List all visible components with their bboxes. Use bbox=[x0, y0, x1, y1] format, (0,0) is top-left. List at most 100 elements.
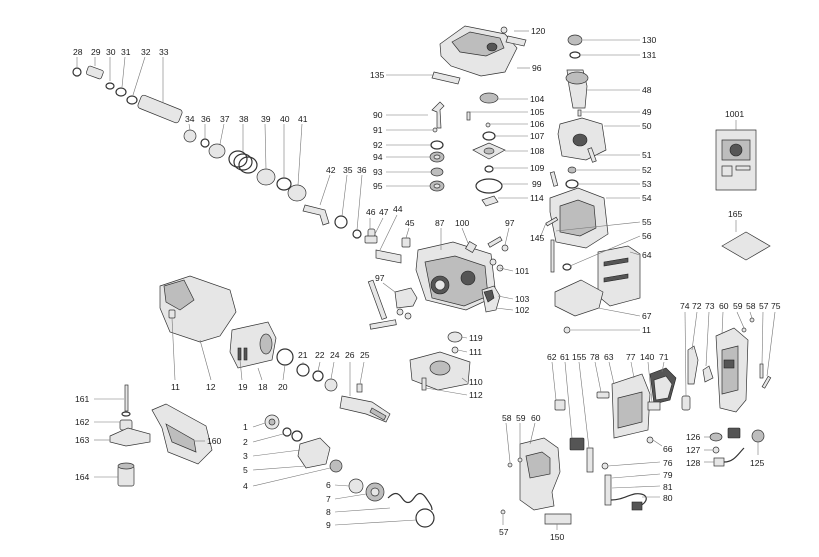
callout-1001: 1001 bbox=[725, 109, 744, 119]
callout-9: 9 bbox=[326, 520, 331, 530]
gear-housing-assembly bbox=[367, 236, 509, 391]
callout-97: 97 bbox=[505, 218, 515, 228]
callout-51: 51 bbox=[642, 150, 652, 160]
label-lines-switch bbox=[502, 361, 665, 530]
callout-36: 36 bbox=[201, 114, 211, 124]
callout-24: 24 bbox=[330, 350, 340, 360]
callout-102: 102 bbox=[515, 305, 530, 315]
callout-79: 79 bbox=[663, 470, 673, 480]
callout-5: 5 bbox=[243, 465, 248, 475]
callout-140: 140 bbox=[640, 352, 655, 362]
callout-1: 1 bbox=[243, 422, 248, 432]
callout-76: 76 bbox=[663, 458, 673, 468]
callout-39: 39 bbox=[261, 114, 271, 124]
callout-109: 109 bbox=[530, 163, 545, 173]
callout-128: 128 bbox=[686, 458, 701, 468]
callout-11b: 11 bbox=[171, 382, 180, 392]
callout-104: 104 bbox=[530, 94, 545, 104]
callout-31: 31 bbox=[121, 47, 131, 57]
callout-11: 11 bbox=[642, 325, 651, 335]
callout-161: 161 bbox=[75, 394, 90, 404]
callout-50: 50 bbox=[642, 121, 652, 131]
callout-42: 42 bbox=[326, 165, 336, 175]
callout-28: 28 bbox=[73, 47, 83, 57]
callout-114: 114 bbox=[530, 193, 544, 203]
callout-3: 3 bbox=[243, 451, 248, 461]
callout-57: 57 bbox=[759, 301, 769, 311]
callout-62: 62 bbox=[547, 352, 557, 362]
callout-96: 96 bbox=[532, 63, 542, 73]
callout-66: 66 bbox=[663, 444, 673, 454]
callout-59: 59 bbox=[733, 301, 743, 311]
callout-4: 4 bbox=[243, 481, 248, 491]
callout-2: 2 bbox=[243, 437, 248, 447]
callout-99: 99 bbox=[532, 179, 542, 189]
callout-107: 107 bbox=[530, 131, 545, 141]
callout-26: 26 bbox=[345, 350, 355, 360]
callout-20: 20 bbox=[278, 382, 288, 392]
callout-112: 112 bbox=[469, 390, 483, 400]
callout-108: 108 bbox=[530, 146, 545, 156]
callout-78: 78 bbox=[590, 352, 600, 362]
callout-127: 127 bbox=[686, 445, 701, 455]
callout-119: 119 bbox=[469, 333, 483, 343]
callout-165: 165 bbox=[728, 209, 743, 219]
callout-53: 53 bbox=[642, 179, 652, 189]
callout-44: 44 bbox=[393, 204, 403, 214]
front-housing-assembly bbox=[159, 275, 391, 423]
callout-7: 7 bbox=[326, 494, 331, 504]
callout-90: 90 bbox=[373, 110, 383, 120]
callout-48: 48 bbox=[642, 85, 652, 95]
callout-126: 126 bbox=[686, 432, 701, 442]
callout-52: 52 bbox=[642, 165, 652, 175]
callout-150: 150 bbox=[550, 532, 565, 542]
label-lines-motor bbox=[539, 39, 641, 331]
callout-25: 25 bbox=[360, 350, 370, 360]
callout-34: 34 bbox=[185, 114, 195, 124]
callout-29: 29 bbox=[91, 47, 101, 57]
callout-8: 8 bbox=[326, 507, 331, 517]
callout-105: 105 bbox=[530, 107, 545, 117]
callout-22: 22 bbox=[315, 350, 325, 360]
callout-67: 67 bbox=[642, 311, 652, 321]
callout-63: 63 bbox=[604, 352, 614, 362]
callout-162: 162 bbox=[75, 417, 90, 427]
callout-155: 155 bbox=[572, 352, 587, 362]
callout-131: 131 bbox=[642, 50, 657, 60]
callout-36b: 36 bbox=[357, 165, 367, 175]
label-lines-front bbox=[171, 317, 365, 396]
callout-111: 111 bbox=[469, 347, 482, 357]
label-row-chuck bbox=[76, 56, 410, 251]
callout-73: 73 bbox=[705, 301, 715, 311]
callout-95: 95 bbox=[373, 181, 383, 191]
callout-41: 41 bbox=[298, 114, 308, 124]
callout-100: 100 bbox=[455, 218, 470, 228]
callout-120: 120 bbox=[531, 26, 546, 36]
callout-19: 19 bbox=[238, 382, 248, 392]
chuck-spindle-assembly bbox=[72, 65, 411, 264]
callout-135: 135 bbox=[370, 70, 385, 80]
callout-64: 64 bbox=[642, 250, 652, 260]
callout-72: 72 bbox=[692, 301, 702, 311]
callout-55: 55 bbox=[642, 217, 652, 227]
callout-125: 125 bbox=[750, 458, 765, 468]
callout-40: 40 bbox=[280, 114, 290, 124]
callout-21: 21 bbox=[298, 350, 308, 360]
rear-handle-assembly bbox=[681, 317, 772, 413]
callout-58b: 58 bbox=[502, 413, 512, 423]
label-lines-centre bbox=[382, 227, 514, 396]
label-lines-cover bbox=[386, 30, 530, 199]
callout-75: 75 bbox=[771, 301, 781, 311]
callout-163: 163 bbox=[75, 435, 90, 445]
switch-electronics-assembly bbox=[500, 367, 677, 525]
motor-stator-assembly bbox=[545, 34, 641, 334]
callout-12: 12 bbox=[206, 382, 216, 392]
callout-6: 6 bbox=[326, 480, 331, 490]
callout-59b: 59 bbox=[516, 413, 526, 423]
callout-60: 60 bbox=[719, 301, 729, 311]
motor-cover-assembly bbox=[429, 25, 527, 207]
callout-77: 77 bbox=[626, 352, 636, 362]
callout-58: 58 bbox=[746, 301, 756, 311]
callout-60b: 60 bbox=[531, 413, 541, 423]
